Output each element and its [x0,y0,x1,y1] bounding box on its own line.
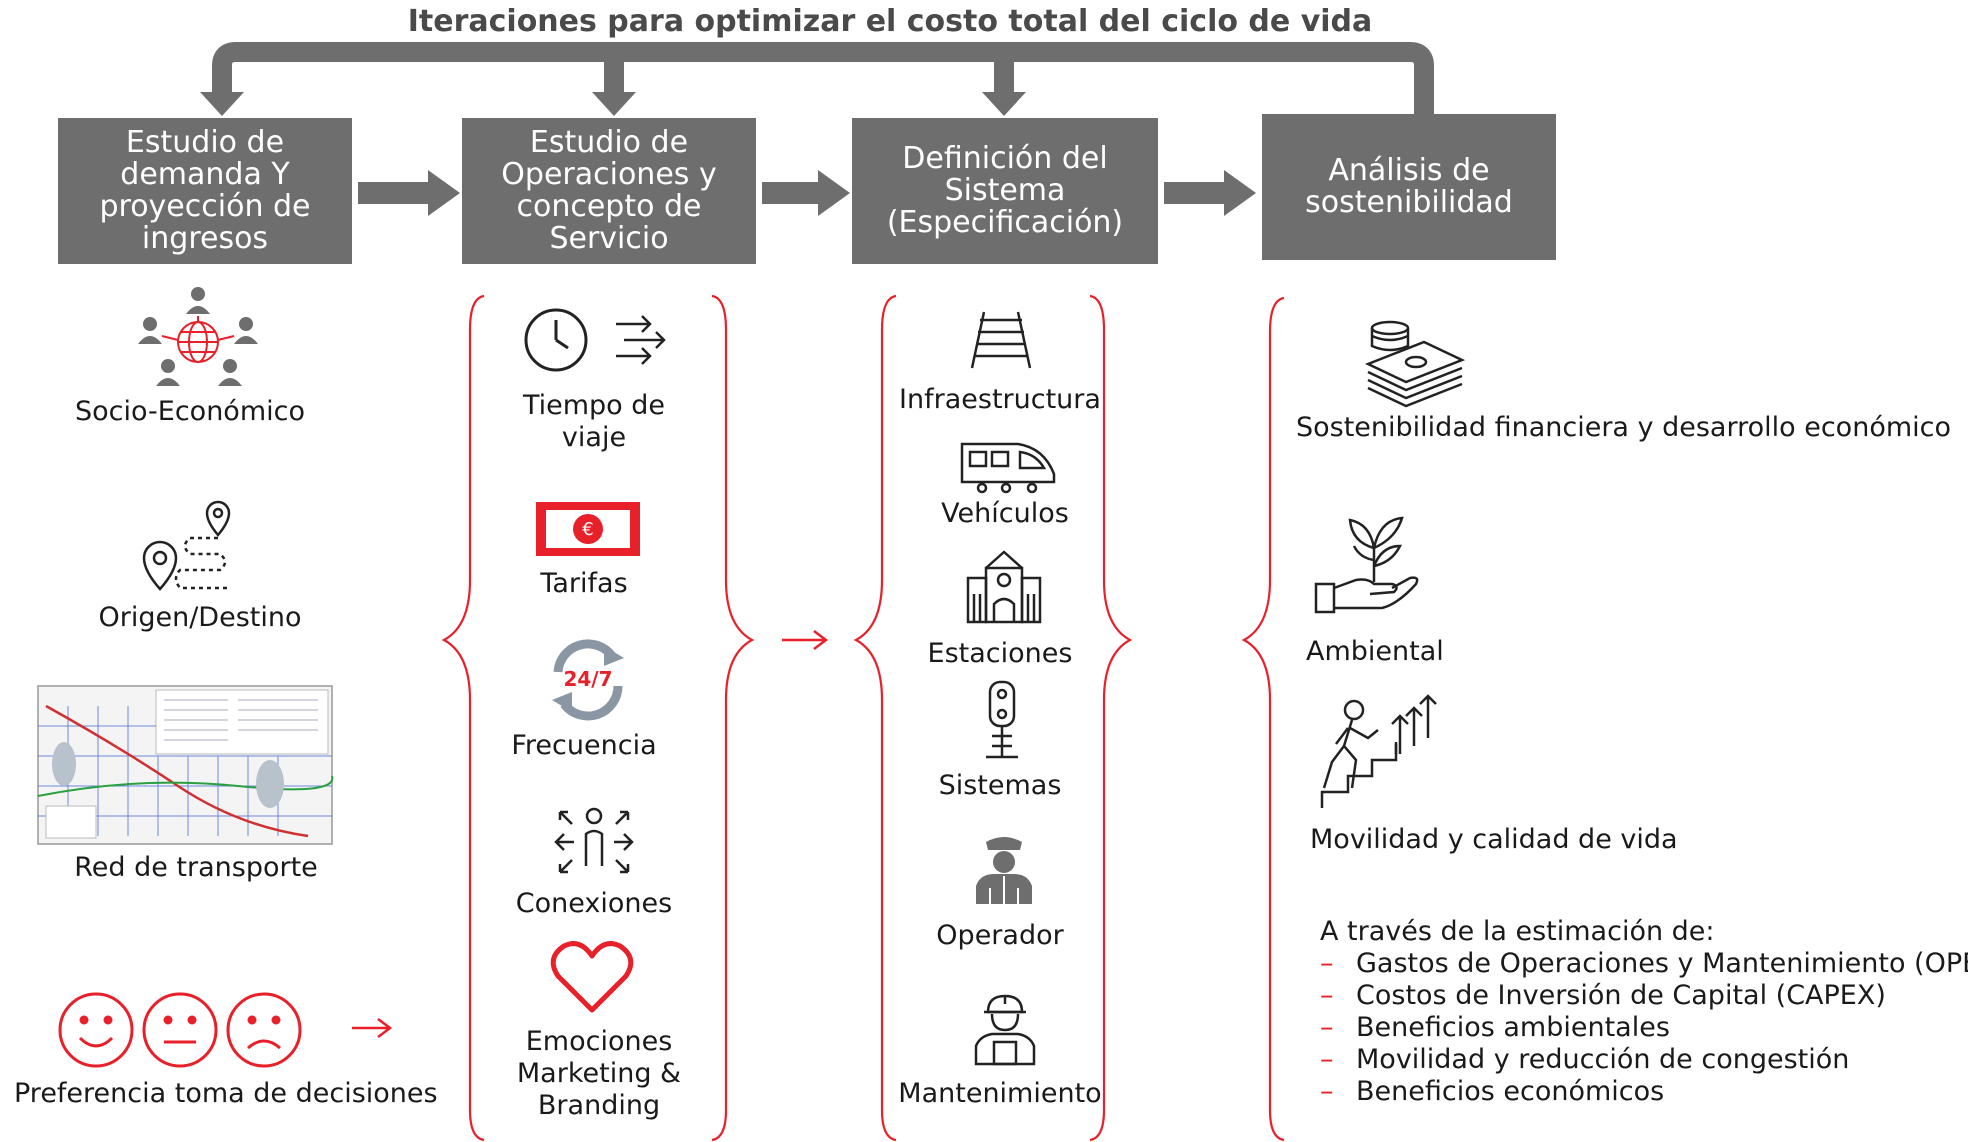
worker-icon [974,994,1036,1066]
clock-icon [524,308,666,372]
label-estimacion: A través de la estimación de: [1320,916,1715,947]
badge-24-7: 24/7 [563,667,612,691]
label-vehiculos: Vehículos [941,498,1069,529]
transport-map-image [37,685,334,845]
label-conexiones: Conexiones [515,888,673,919]
list-item: –Beneficios ambientales [1320,1012,1670,1043]
brace-close-col2 [711,294,755,1142]
climbing-growth-icon [1320,694,1437,808]
label-sistemas: Sistemas [938,770,1062,801]
step-arrow-1 [358,170,460,216]
list-item: –Costos de Inversión de Capital (CAPEX) [1320,980,1886,1011]
banknote-icon: € [536,502,640,556]
svg-text:€: € [582,519,593,540]
label-red-transporte: Red de transporte [74,852,318,883]
diagram-title: Iteraciones para optimizar el costo tota… [407,4,1373,39]
label-origen-destino: Origen/Destino [98,602,302,633]
station-icon [966,550,1042,624]
estimation-list: –Gastos de Operaciones y Mantenimiento (… [1320,948,1968,1108]
faces-icon [58,992,302,1068]
label-preferencia: Preferencia toma de decisiones [14,1078,438,1109]
label-socio-economico: Socio-Económico [75,396,305,427]
label-ambiental: Ambiental [1306,636,1444,667]
label-infraestructura: Infraestructura [899,384,1101,415]
label-mantenimiento: Mantenimiento [898,1078,1102,1109]
iteration-loop-arrow [200,42,1434,118]
cycle-icon: 24/7 [552,639,624,721]
list-item: –Beneficios económicos [1320,1076,1665,1107]
brace-open-col2 [441,294,485,1142]
red-arrows [352,630,829,1038]
signal-icon [986,680,1018,759]
brace-open-col3 [853,294,897,1142]
step-arrow-2 [762,170,850,216]
operator-icon [976,837,1032,904]
list-item: –Gastos de Operaciones y Mantenimiento (… [1320,948,1968,979]
heart-icon [550,941,634,1013]
label-frecuencia: Frecuencia [511,730,657,761]
step-arrows [358,170,1256,216]
list-item: –Movilidad y reducción de congestión [1320,1044,1850,1075]
label-operador: Operador [936,920,1064,951]
rail-track-icon [970,311,1032,369]
plant-hand-icon [1314,516,1419,614]
label-financiera: Sostenibilidad financiera y desarrollo e… [1296,412,1952,443]
label-tarifas: Tarifas [540,568,628,599]
train-icon [960,442,1056,494]
people-network-icon [138,287,258,386]
route-pins-icon [142,500,231,591]
connections-icon [554,807,634,874]
label-movilidad: Movilidad y calidad de vida [1310,824,1678,855]
brace-close-col3 [1089,294,1133,1142]
brace-open-col4 [1241,296,1285,1142]
label-estaciones: Estaciones [927,638,1073,669]
money-stack-icon [1364,320,1466,408]
curly-braces [441,294,1285,1142]
step-arrow-3 [1164,170,1256,216]
